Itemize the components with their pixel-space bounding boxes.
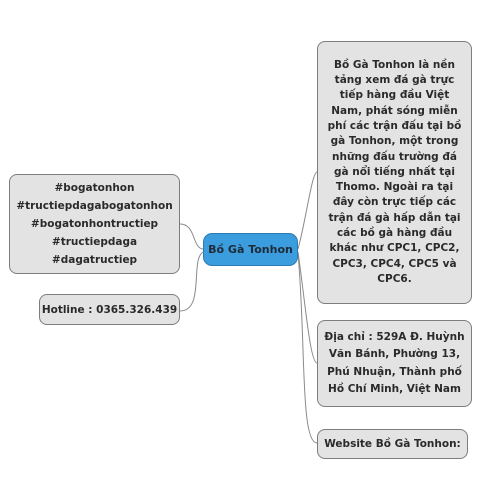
hashtag-item: #tructiepdagabogatonhon (16, 200, 173, 212)
hotline-text: Hotline : 0365.326.439 (41, 303, 178, 316)
hashtag-item: #dagatructiep (51, 254, 138, 266)
address-node[interactable]: Địa chỉ : 529A Đ. Huỳnh Văn Bánh, Phường… (317, 320, 472, 407)
address-text: Địa chỉ : 529A Đ. Huỳnh Văn Bánh, Phường… (324, 330, 465, 396)
connector-hotline (179, 251, 204, 312)
description-text: Bồ Gà Tonhon là nền tảng xem đá gà trực … (327, 58, 462, 285)
connector-description (297, 171, 318, 250)
connector-hashtags (179, 223, 204, 250)
hashtag-item: #tructiepdaga (51, 236, 138, 248)
connector-address (297, 251, 318, 364)
central-topic-label: Bồ Gà Tonhon (208, 243, 293, 256)
website-node[interactable]: Website Bồ Gà Tonhon: (317, 429, 468, 459)
central-topic-node[interactable]: Bồ Gà Tonhon (203, 233, 298, 266)
description-node[interactable]: Bồ Gà Tonhon là nền tảng xem đá gà trực … (317, 41, 472, 304)
hashtag-item: #bogatonhontructiep (30, 218, 159, 230)
connector-website (297, 253, 318, 444)
hashtag-item: #bogatonhon (54, 182, 135, 194)
hashtags-node[interactable]: #bogatonhon #tructiepdagabogatonhon #bog… (9, 174, 180, 274)
hotline-node[interactable]: Hotline : 0365.326.439 (39, 294, 180, 325)
website-text: Website Bồ Gà Tonhon: (324, 438, 461, 450)
